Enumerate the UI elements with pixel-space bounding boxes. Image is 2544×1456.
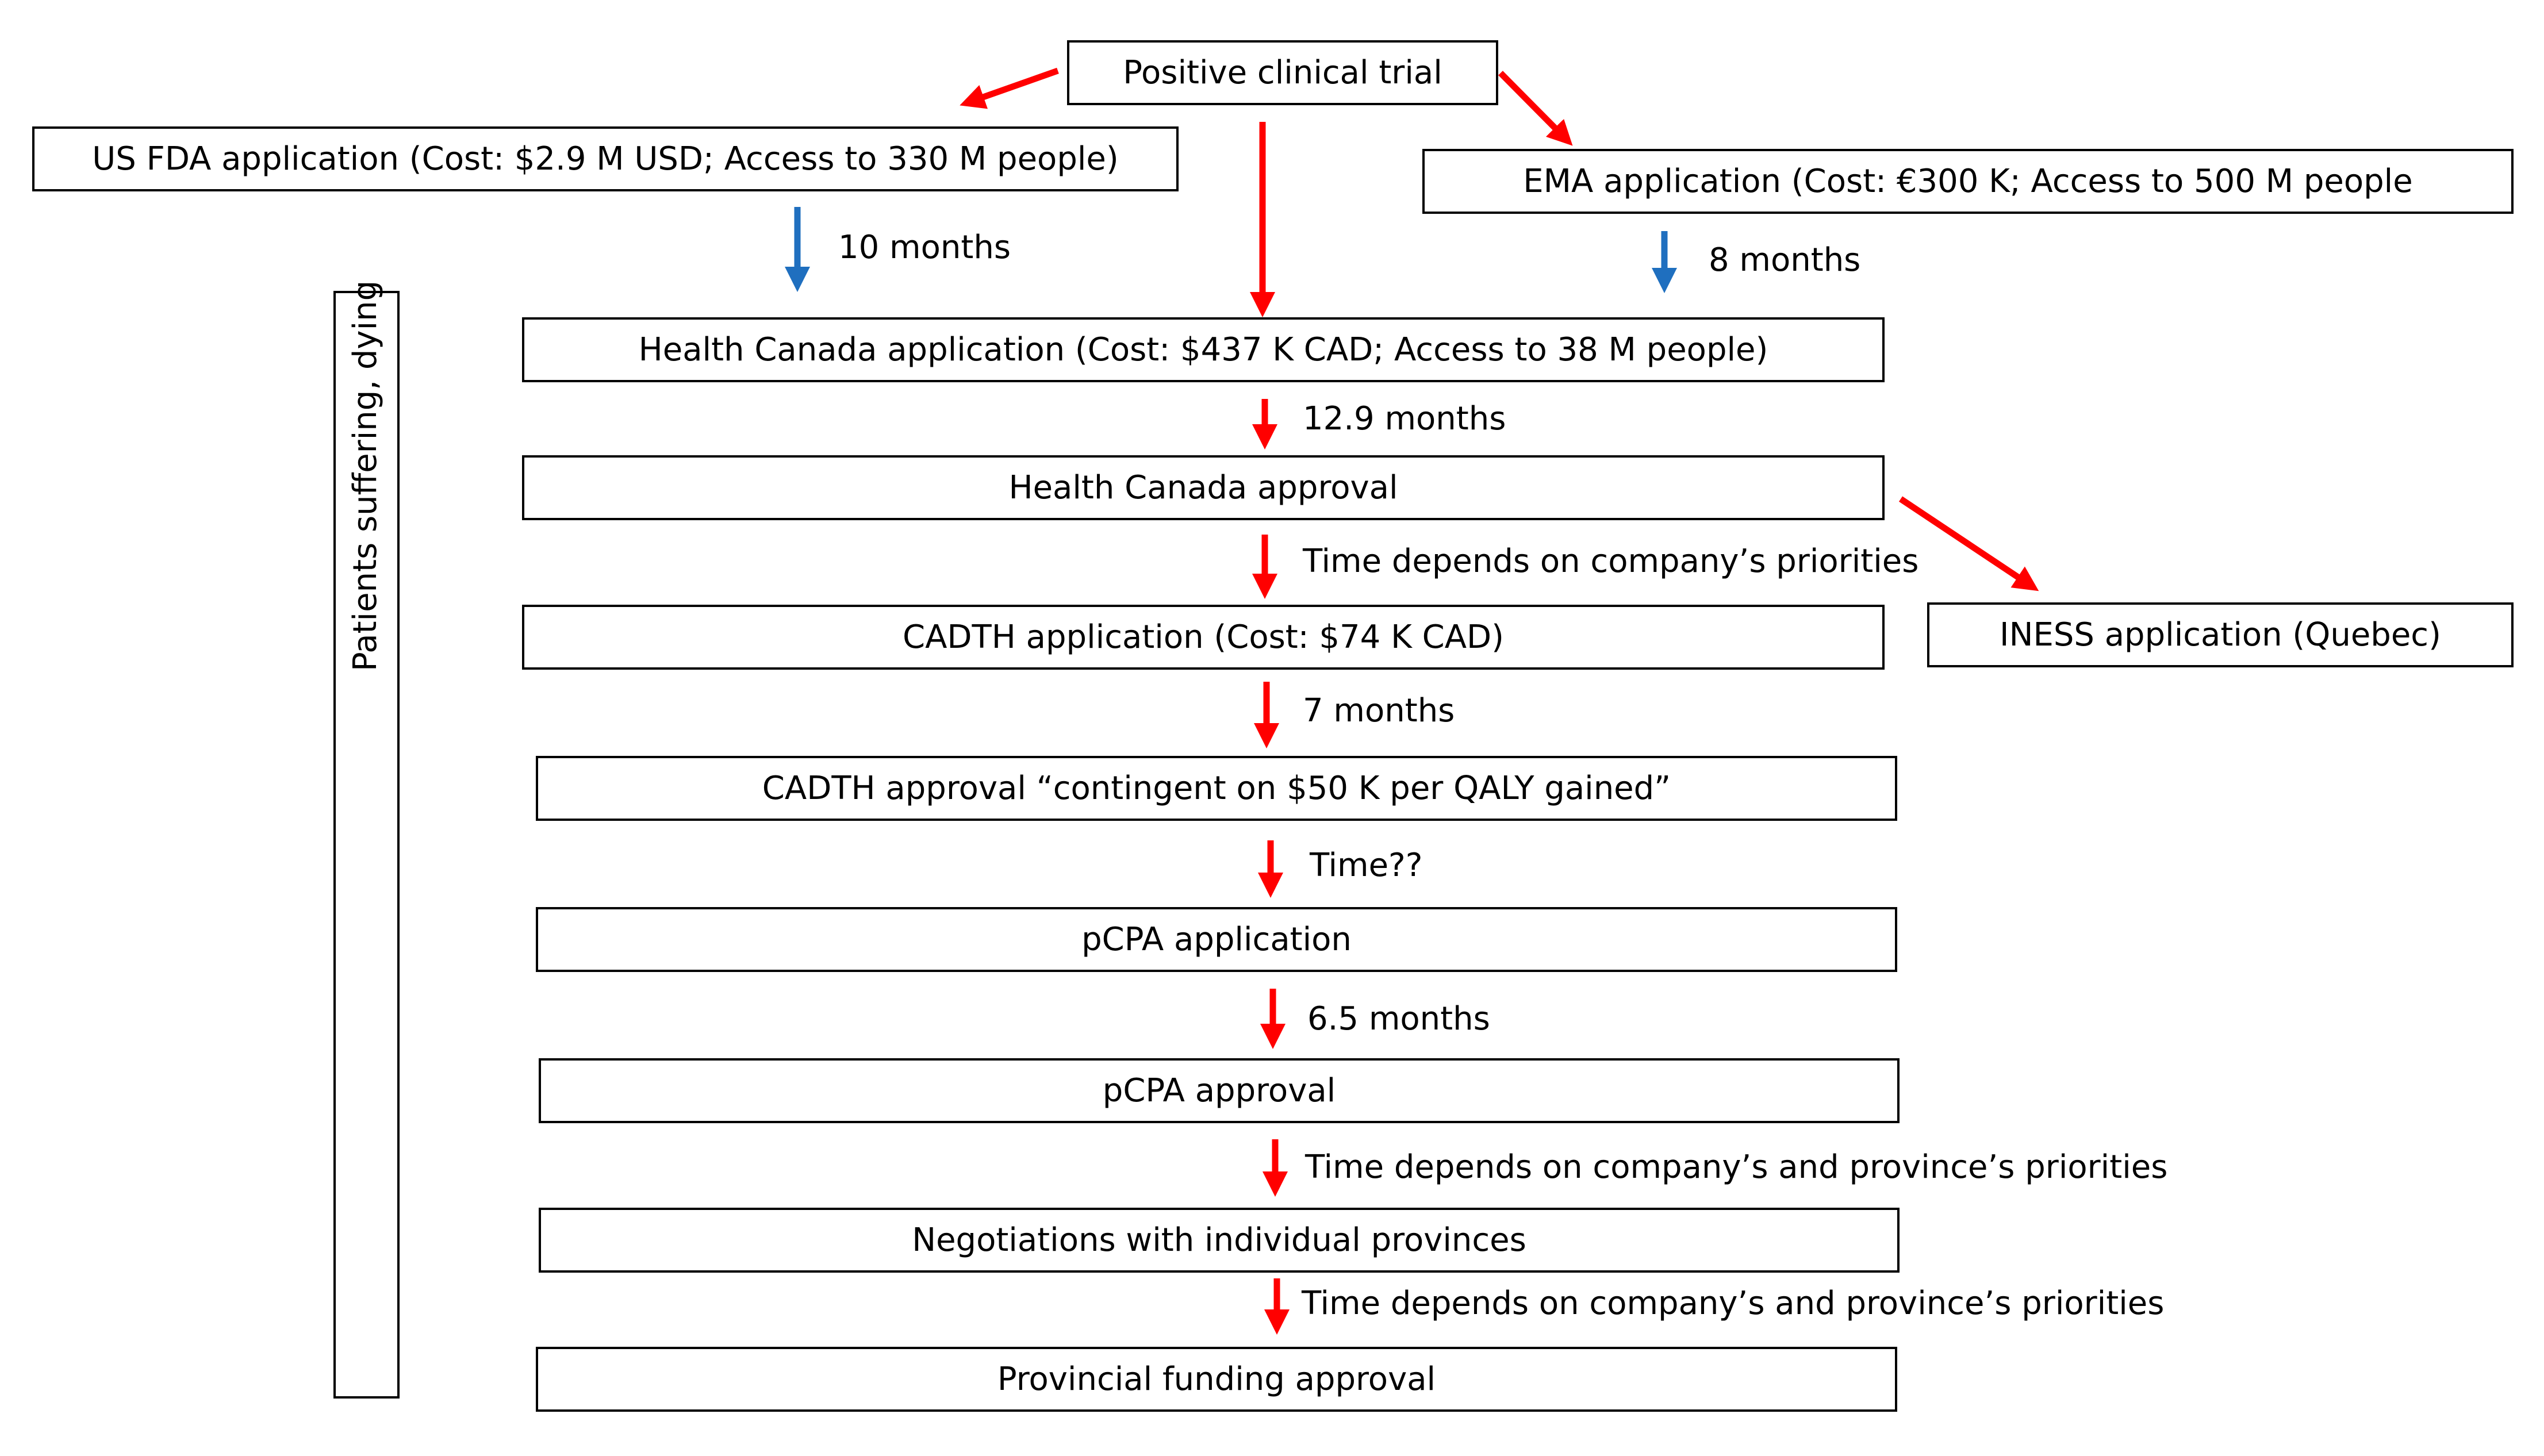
patients-suffering-panel — [333, 291, 400, 1399]
cadth-application-label: CADTH application (Cost: $74 K CAD) — [903, 618, 1504, 656]
ema-application-label: EMA application (Cost: €300 K; Access to… — [1523, 163, 2413, 200]
health-canada-application-box: Health Canada application (Cost: $437 K … — [522, 317, 1885, 382]
pcpa-review-label: 6.5 months — [1307, 1000, 1490, 1038]
negotiations-box: Negotiations with individual provinces — [539, 1208, 1900, 1273]
arrow-trial-to-fda — [960, 67, 1059, 109]
cadth-application-box: CADTH application (Cost: $74 K CAD) — [522, 605, 1885, 670]
cadth-review-label: 7 months — [1303, 692, 1455, 729]
health-canada-application-label: Health Canada application (Cost: $437 K … — [638, 331, 1768, 368]
ema-application-box: EMA application (Cost: €300 K; Access to… — [1422, 149, 2514, 214]
negotiations-label: Negotiations with individual provinces — [912, 1221, 1526, 1259]
cadth-approval-box: CADTH approval “contingent on $50 K per … — [536, 756, 1897, 821]
positive-trial-box: Positive clinical trial — [1067, 40, 1498, 105]
pcpa-approval-box: pCPA approval — [539, 1058, 1900, 1123]
cadth-to-pcpa-label: Time?? — [1310, 847, 1423, 884]
arrow-hc-approval-to-iness — [1898, 496, 2039, 591]
us-fda-application-box: US FDA application (Cost: $2.9 M USD; Ac… — [32, 126, 1179, 191]
pcpa-approval-label: pCPA approval — [1102, 1072, 1336, 1109]
positive-trial-label: Positive clinical trial — [1123, 54, 1442, 91]
provincial-funding-label: Provincial funding approval — [997, 1361, 1436, 1398]
provincial-funding-box: Provincial funding approval — [536, 1347, 1897, 1412]
us-fda-application-label: US FDA application (Cost: $2.9 M USD; Ac… — [92, 140, 1119, 178]
pcpa-application-box: pCPA application — [536, 907, 1897, 972]
pcpa-application-label: pCPA application — [1081, 921, 1352, 958]
fda-delay-label: 10 months — [838, 229, 1011, 266]
health-canada-approval-label: Health Canada approval — [1008, 469, 1398, 506]
hc-review-label: 12.9 months — [1303, 400, 1506, 437]
company-province-priorities-label-1: Time depends on company’s and province’s… — [1305, 1148, 2168, 1186]
arrow-trial-to-ema — [1498, 71, 1573, 146]
company-priorities-label: Time depends on company’s priorities — [1303, 543, 1919, 580]
iness-application-label: INESS application (Quebec) — [2000, 616, 2441, 654]
company-province-priorities-label-2: Time depends on company’s and province’s… — [1302, 1285, 2165, 1322]
patients-suffering-label: Patients suffering, dying — [347, 280, 384, 671]
ema-delay-label: 8 months — [1709, 241, 1861, 279]
cadth-approval-label: CADTH approval “contingent on $50 K per … — [762, 770, 1671, 807]
iness-application-box: INESS application (Quebec) — [1927, 602, 2514, 667]
health-canada-approval-box: Health Canada approval — [522, 455, 1885, 520]
